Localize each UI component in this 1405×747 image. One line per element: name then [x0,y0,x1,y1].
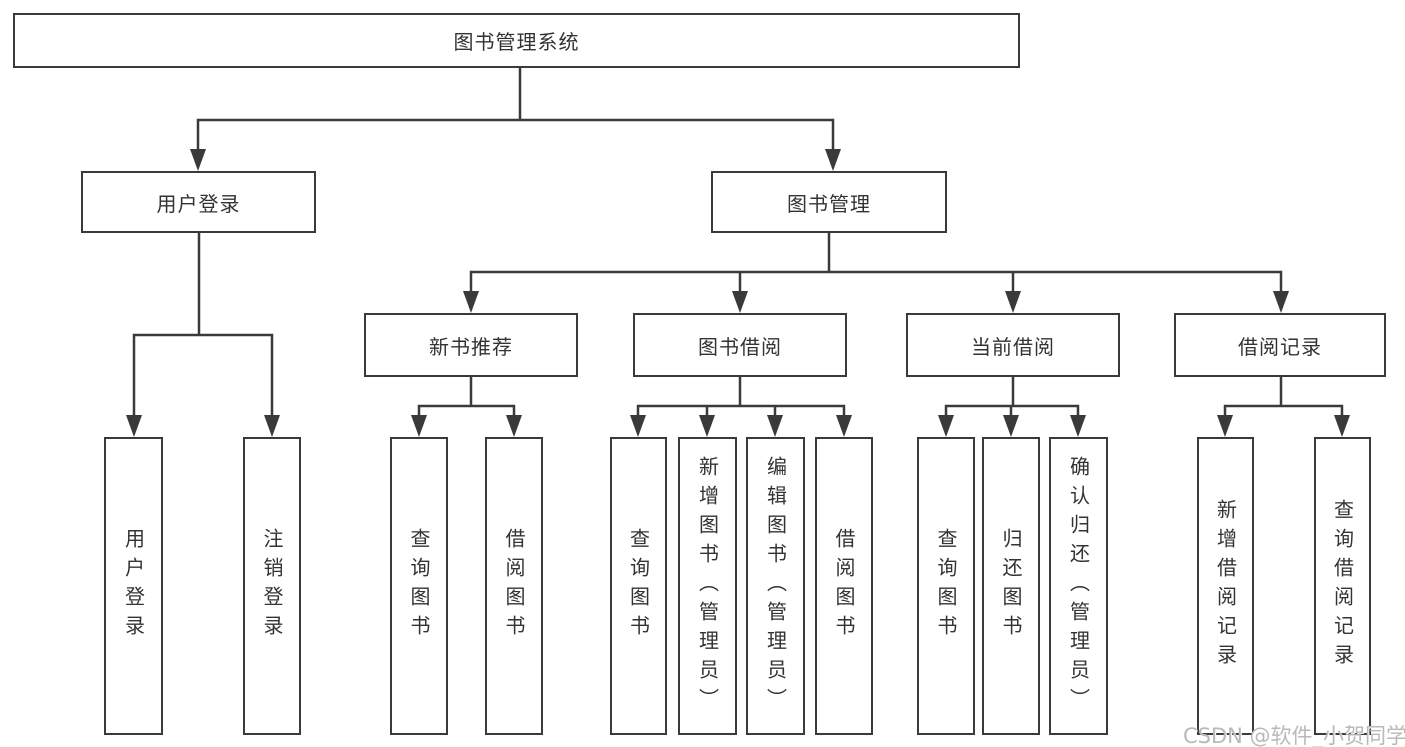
node-label: 当前借阅 [971,334,1055,359]
arrowhead [264,415,280,437]
node-label: 查询图书 [934,528,958,644]
arrowhead [1003,415,1019,437]
node-label: 新书推荐 [429,334,513,359]
node-label: 借阅记录 [1238,334,1322,359]
node-borrow-records: 借阅记录 [1174,313,1386,377]
node-label: 图书借阅 [698,334,782,359]
node-label: 用户登录 [121,528,146,644]
connector-root [196,68,835,152]
node-label: 新增图书（管理员） [695,455,720,717]
node-label: 用户登录 [156,191,241,216]
node-label: 归还图书 [999,528,1023,644]
arrowhead [732,291,748,313]
arrowhead [1334,415,1350,437]
connector-user-login [132,233,274,419]
node-label: 查询图书 [626,528,651,644]
arrowhead [825,149,841,171]
arrowhead [1070,415,1086,437]
node-current-borrow: 当前借阅 [906,313,1120,377]
arrowhead [836,415,852,437]
node-label: 编辑图书（管理员） [763,455,788,717]
arrowhead [506,415,522,437]
node-return-book: 归还图书 [982,437,1040,735]
node-book-management: 图书管理 [711,171,947,233]
node-new-book-recommend: 新书推荐 [364,313,578,377]
arrowheads [126,149,1350,437]
node-confirm-return-admin: 确认归还（管理员） [1049,437,1108,735]
arrowhead [767,415,783,437]
arrowhead [699,415,715,437]
arrowhead [1273,291,1289,313]
node-add-book-admin: 新增图书（管理员） [678,437,737,735]
node-query-books-borrow: 查询图书 [610,437,667,735]
node-label: 借阅图书 [832,528,856,644]
node-query-books-current: 查询图书 [917,437,975,735]
arrowhead [126,415,142,437]
connector-new-book [417,377,516,420]
node-logout: 注销登录 [243,437,301,735]
node-book-borrow: 图书借阅 [633,313,847,377]
node-label: 查询图书 [407,528,431,644]
arrowhead [1217,415,1233,437]
node-query-borrow-record: 查询借阅记录 [1314,437,1371,735]
arrowhead [938,415,954,437]
node-label: 借阅图书 [502,528,526,644]
node-edit-book-admin: 编辑图书（管理员） [746,437,805,735]
csdn-watermark: CSDN @软件_小贺同学 [1183,724,1405,747]
connector-current-borrow [944,377,1080,420]
arrowhead [1005,291,1021,313]
connector-borrow-records [1223,377,1344,420]
connector-book-management [469,233,1283,295]
node-label: 图书管理系统 [453,30,580,54]
node-label: 确认归还（管理员） [1066,455,1091,717]
node-add-borrow-record: 新增借阅记录 [1197,437,1254,735]
node-label: 查询借阅记录 [1330,499,1355,673]
arrowhead [190,149,206,171]
arrowhead [411,415,427,437]
node-library-management-system: 图书管理系统 [13,13,1020,68]
node-user-login-branch: 用户登录 [81,171,316,233]
node-label: 新增借阅记录 [1213,499,1238,673]
connector-book-borrow [636,377,846,420]
node-borrow-books-leaf: 借阅图书 [815,437,873,735]
arrowhead [630,415,646,437]
arrowhead [463,291,479,313]
node-query-books-recommend: 查询图书 [390,437,448,735]
node-label: 图书管理 [787,191,871,216]
node-user-login-leaf: 用户登录 [104,437,163,735]
node-label: 注销登录 [260,528,284,644]
node-borrow-books-recommend: 借阅图书 [485,437,543,735]
